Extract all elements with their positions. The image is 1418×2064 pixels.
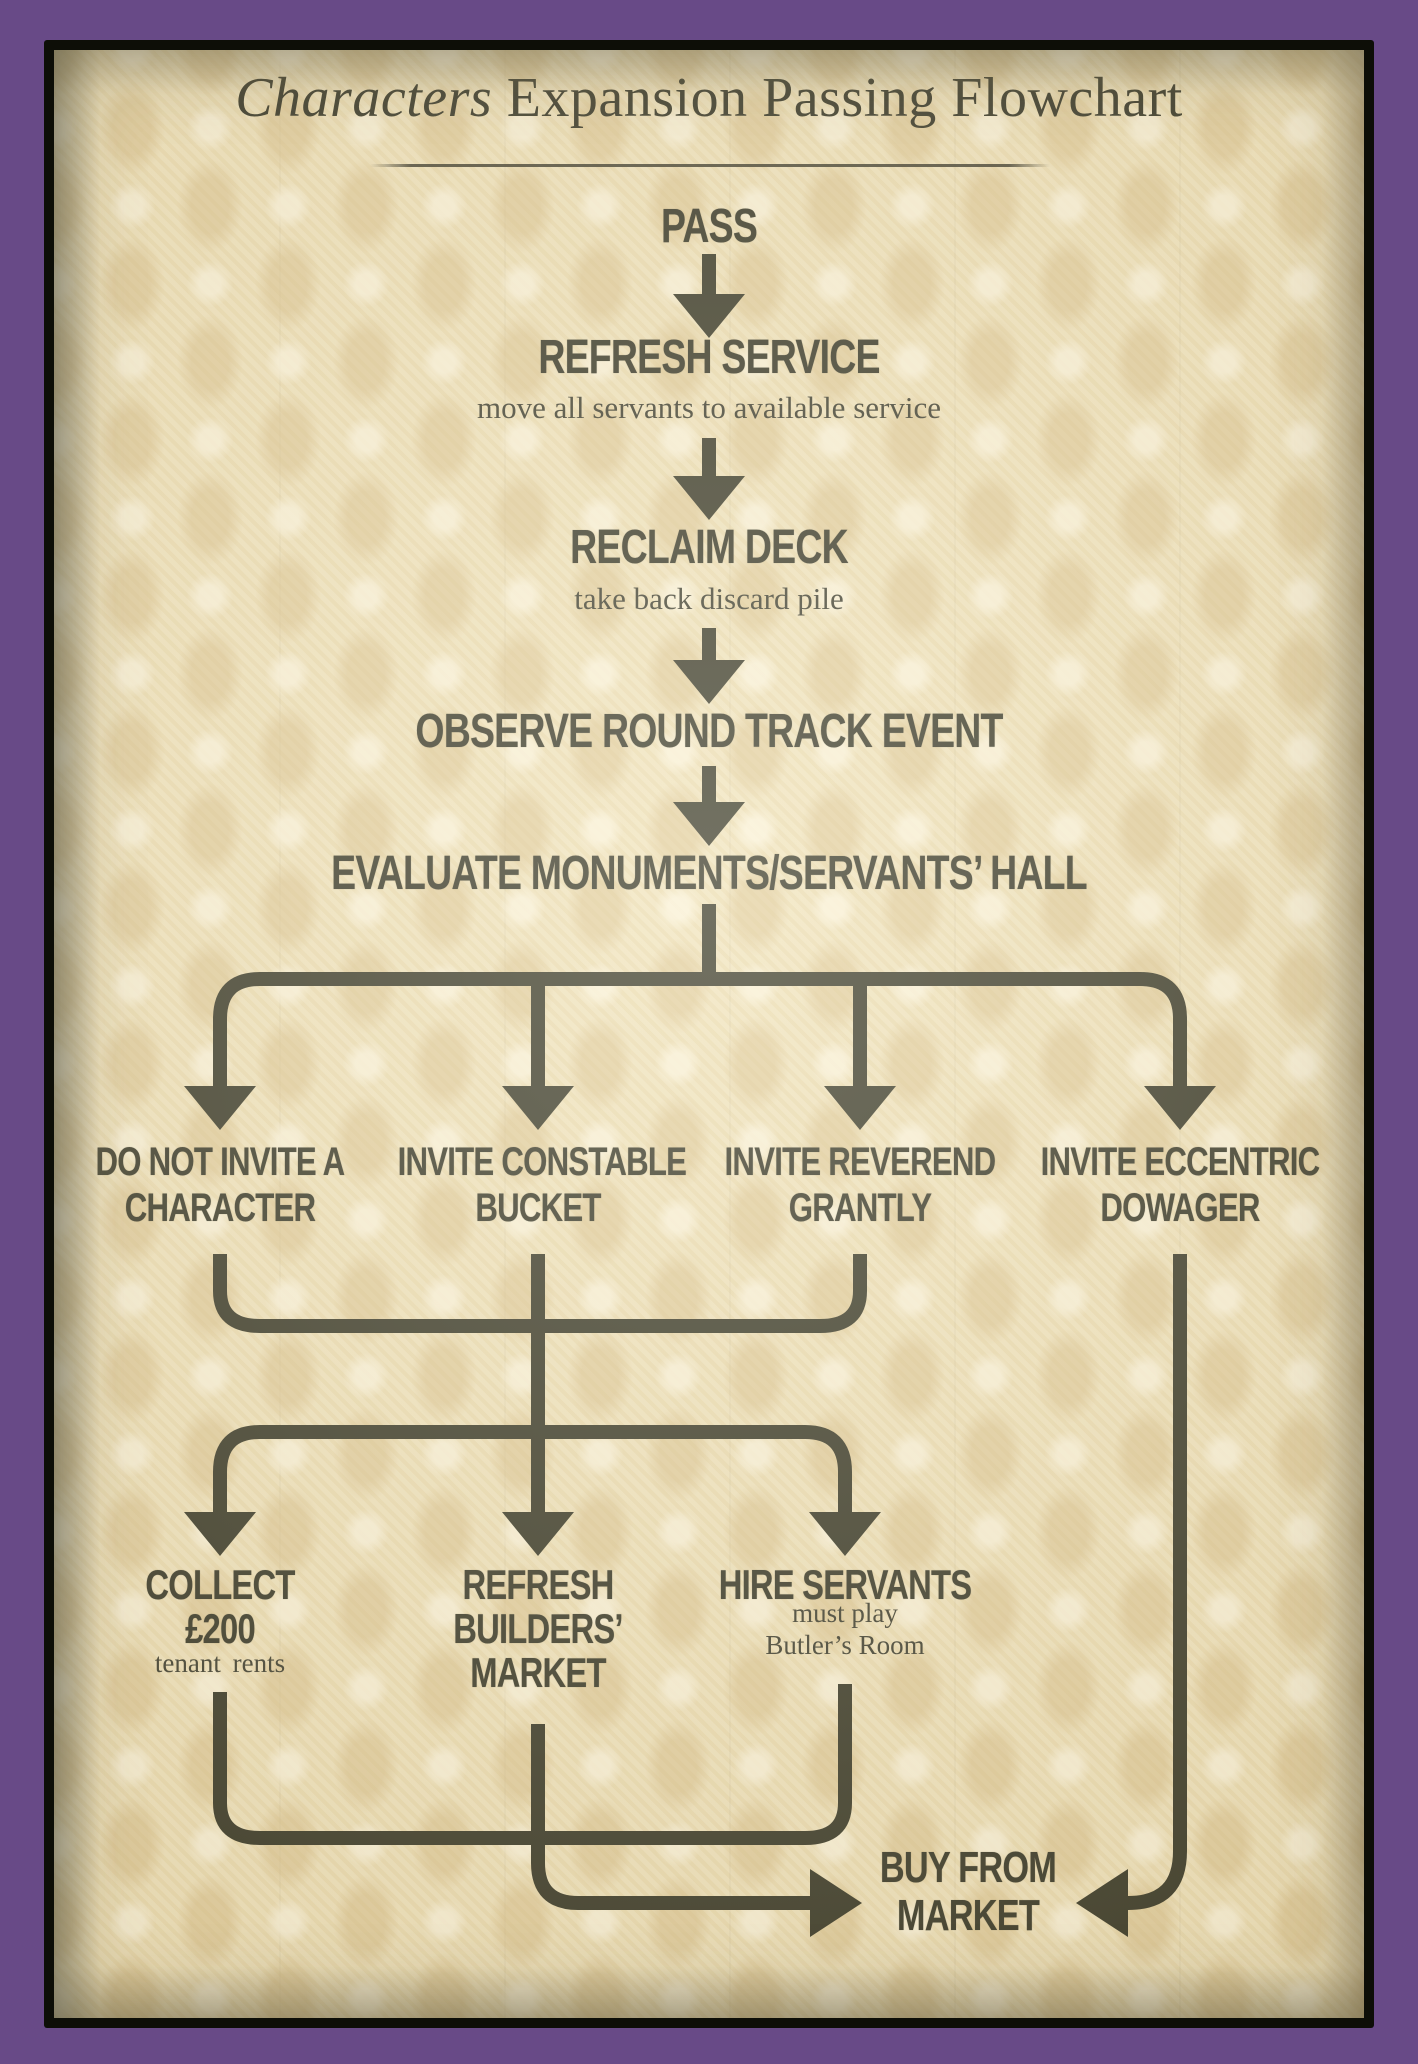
node-reclaim-deck: RECLAIM DECK bbox=[570, 521, 848, 574]
node-invite-dowager-line2: DOWAGER bbox=[1100, 1186, 1260, 1230]
node-reclaim-deck-note: take back discard pile bbox=[574, 581, 844, 616]
node-refresh-market-line2: BUILDERS’ bbox=[453, 1605, 623, 1652]
node-evaluate-monuments: EVALUATE MONUMENTS/SERVANTS’ HALL bbox=[331, 847, 1087, 900]
node-buy-from-market-line2: MARKET bbox=[896, 1891, 1040, 1940]
node-do-not-invite-line1: DO NOT INVITE A bbox=[95, 1140, 346, 1184]
node-observe-round-track: OBSERVE ROUND TRACK EVENT bbox=[415, 705, 1003, 758]
node-refresh-service: REFRESH SERVICE bbox=[538, 331, 880, 384]
node-do-not-invite-line2: CHARACTER bbox=[124, 1186, 316, 1230]
node-refresh-service-note: move all servants to available service bbox=[477, 390, 941, 425]
title-divider bbox=[370, 164, 1050, 167]
node-collect-line1: COLLECT bbox=[145, 1561, 295, 1608]
node-hire-servants-note2: Butler’s Room bbox=[765, 1630, 925, 1660]
page-title: Characters Expansion Passing Flowchart bbox=[209, 66, 1209, 130]
node-pass: PASS bbox=[660, 200, 758, 253]
node-invite-constable-line2: BUCKET bbox=[475, 1186, 601, 1230]
node-invite-dowager-line1: INVITE ECCENTRIC bbox=[1040, 1140, 1321, 1184]
node-refresh-market-line3: MARKET bbox=[470, 1649, 606, 1696]
node-invite-reverend-line2: GRANTLY bbox=[788, 1186, 932, 1230]
node-invite-reverend-line1: INVITE REVEREND bbox=[724, 1140, 997, 1184]
node-buy-from-market-line1: BUY FROM bbox=[879, 1843, 1057, 1892]
node-hire-servants-note1: must play bbox=[792, 1598, 898, 1628]
node-collect-note: tenant rents bbox=[154, 1648, 286, 1678]
node-collect-line2: £200 bbox=[185, 1605, 256, 1652]
node-refresh-market-line1: REFRESH bbox=[462, 1561, 614, 1608]
title-italic-word: Characters bbox=[235, 67, 493, 129]
node-invite-constable-line1: INVITE CONSTABLE bbox=[397, 1140, 687, 1184]
title-rest: Expansion Passing Flowchart bbox=[492, 67, 1183, 129]
